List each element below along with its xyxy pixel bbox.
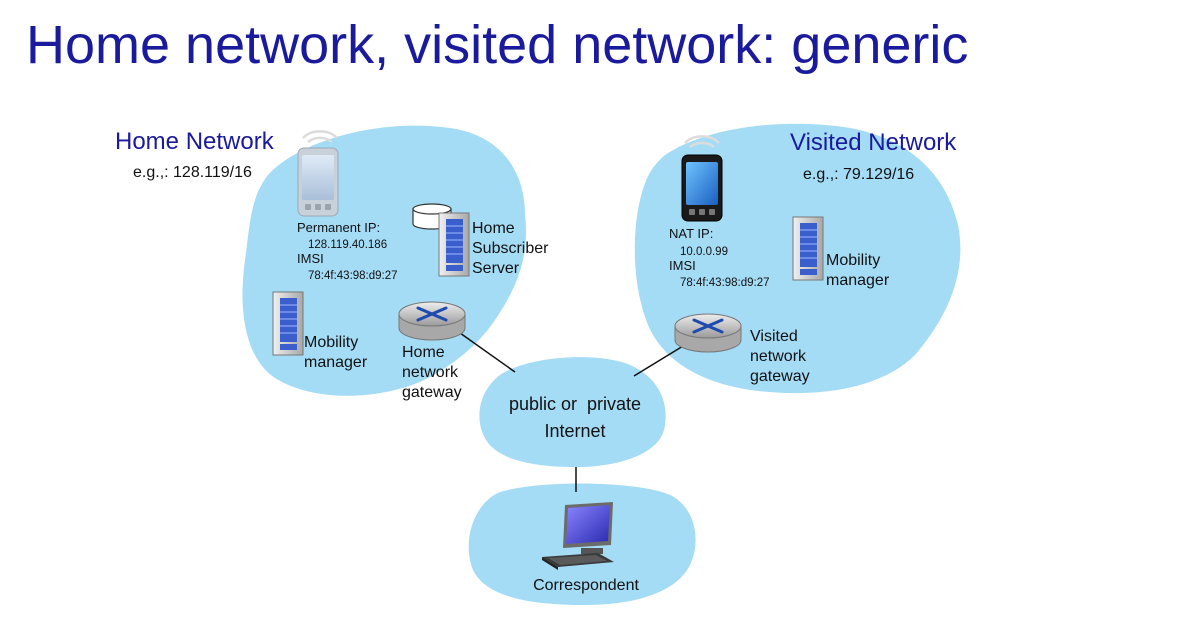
hss-label-line-3: Server <box>472 260 520 277</box>
hss-label-line-2: Subscriber <box>472 240 549 257</box>
link-home-gateway-internet <box>459 332 516 373</box>
correspondent-label: Correspondent <box>533 577 639 594</box>
visited-phone-ip-value: 10.0.0.99 <box>680 246 728 258</box>
home-network-gateway[interactable] <box>398 301 466 341</box>
home-phone[interactable] <box>297 130 339 217</box>
home-gateway-label-3: gateway <box>402 384 462 401</box>
internet-label-1: public or private <box>509 394 641 414</box>
visited-gateway-label-1: Visited <box>750 328 798 345</box>
server-icon <box>792 216 824 281</box>
visited-mobility-manager[interactable] <box>792 216 824 281</box>
home-phone-ip-label: Permanent IP: <box>297 220 380 235</box>
visited-network-title: Visited Network <box>790 129 957 156</box>
internet-label-2: Internet <box>544 421 605 441</box>
visited-gateway-label-3: gateway <box>750 368 810 385</box>
home-gateway-label-1: Home <box>402 344 445 361</box>
internet-cloud <box>479 357 666 468</box>
link-visited-gateway-internet <box>633 342 689 377</box>
visited-mobility-manager-label-1: Mobility <box>826 252 880 269</box>
correspondent-computer[interactable] <box>542 502 614 570</box>
home-subscriber-server[interactable] <box>412 203 470 277</box>
home-gateway-label-2: network <box>402 364 459 381</box>
home-mobility-manager-label-2: manager <box>304 354 368 371</box>
router-icon <box>398 301 466 341</box>
computer-icon <box>542 502 614 570</box>
visited-network-prefix: e.g.,: 79.129/16 <box>803 166 914 183</box>
visited-phone-ip-label: NAT IP: <box>669 226 713 241</box>
phone-icon <box>297 147 339 217</box>
home-phone-ip-value: 128.119.40.186 <box>308 239 387 251</box>
visited-network-gateway[interactable] <box>674 313 742 353</box>
wireless-signal-icon <box>302 130 338 144</box>
visited-gateway-label-2: network <box>750 348 807 365</box>
server-icon <box>272 291 304 356</box>
wireless-signal-icon <box>684 135 720 149</box>
visited-phone[interactable] <box>681 135 723 222</box>
home-mobility-manager-label-1: Mobility <box>304 334 358 351</box>
hss-label-line-1: Home <box>472 220 515 237</box>
home-mobility-manager[interactable] <box>272 291 304 356</box>
home-phone-imsi-value: 78:4f:43:98:d9:27 <box>308 270 398 282</box>
slide-title: Home network, visited network: generic <box>26 15 969 75</box>
router-icon <box>674 313 742 353</box>
visited-phone-imsi-value: 78:4f:43:98:d9:27 <box>680 277 770 289</box>
home-network-title: Home Network <box>115 128 275 155</box>
server-icon <box>438 212 470 277</box>
home-phone-imsi-label: IMSI <box>297 251 324 266</box>
phone-icon <box>681 154 723 222</box>
visited-phone-imsi-label: IMSI <box>669 258 696 273</box>
home-network-prefix: e.g.,: 128.119/16 <box>133 164 252 181</box>
visited-mobility-manager-label-2: manager <box>826 272 890 289</box>
